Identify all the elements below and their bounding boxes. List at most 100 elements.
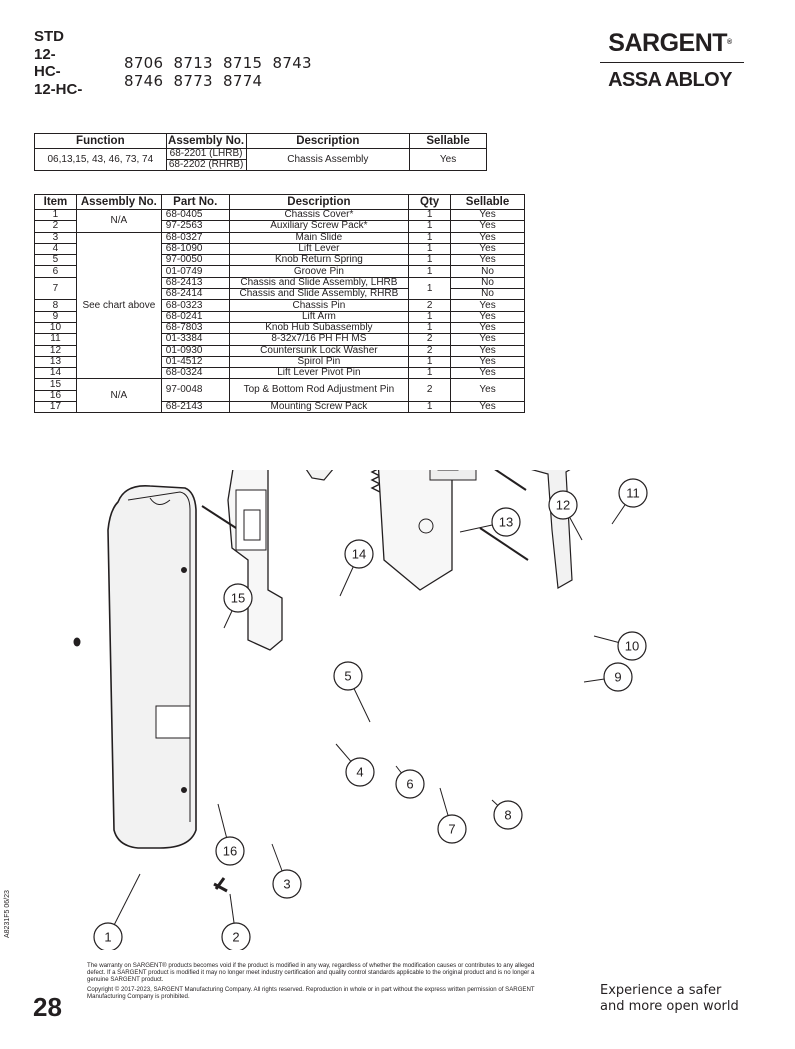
description-cell: Knob Hub Subassembly — [228, 321, 410, 335]
callout-1: 1 — [93, 873, 141, 950]
part-no-cell: 97-2563 — [160, 220, 230, 233]
assembly-cell: See chart above — [75, 231, 162, 380]
item-cell: 6 — [34, 265, 77, 278]
item-cell: 10 — [34, 321, 77, 335]
code-12-hc: 12-HC- — [34, 80, 83, 98]
callout-6: 6 — [395, 765, 425, 799]
callout-circle — [437, 814, 467, 844]
callout-7: 7 — [437, 787, 467, 844]
callout-label: 2 — [232, 930, 239, 945]
callout-label: 4 — [356, 765, 363, 780]
callout-circle — [344, 539, 374, 569]
callout-12: 12 — [548, 490, 583, 541]
description-cell: Spirol Pin — [228, 355, 410, 369]
parts-table-header: Item Assembly No. Part No. Description Q… — [34, 194, 525, 210]
description-cell: Mounting Screw Pack — [228, 401, 410, 414]
tagline-line-1: Experience a safer — [600, 983, 722, 998]
sellable-cell: Yes — [450, 401, 525, 414]
callout-10: 10 — [593, 631, 647, 661]
part-no-cell: 01-4512 — [160, 355, 230, 369]
brand-logo: SARGENT® ASSA ABLOY — [596, 30, 744, 91]
item-cell: 14 — [34, 367, 77, 380]
parts-table: Item Assembly No. Part No. Description Q… — [34, 194, 525, 414]
description-cell: Chassis Cover* — [228, 208, 410, 222]
item-cell: 7 — [34, 276, 77, 301]
qty-cell: 1 — [408, 208, 452, 222]
tagline: Experience a safer and more open world — [600, 983, 739, 1015]
item-cell: 1 — [34, 208, 77, 222]
brand-name: SARGENT — [608, 29, 728, 57]
item-cell: 13 — [34, 355, 77, 369]
callout-label: 12 — [556, 498, 570, 513]
rod-pin-part-2 — [201, 505, 237, 529]
sellable-cell: No — [450, 276, 525, 290]
sellable-cell: Yes — [450, 333, 525, 346]
item-cell: 3 — [34, 231, 77, 244]
callout-4: 4 — [335, 743, 375, 787]
th-function: Function — [34, 133, 167, 149]
assembly-table-header: Function Assembly No. Description Sellab… — [34, 133, 487, 149]
part-no-cell: 68-7803 — [160, 321, 230, 335]
qty-cell: 1 — [408, 231, 452, 244]
sellable-cell: Yes — [450, 254, 525, 267]
table-row: 68-2202 (RHRB) — [35, 159, 487, 171]
th-description: Description — [228, 194, 410, 210]
description-cell: Top & Bottom Rod Adjustment Pin — [228, 378, 410, 403]
callout-5: 5 — [333, 661, 371, 723]
description-cell: Countersunk Lock Washer — [228, 344, 410, 357]
sellable-cell: Yes — [450, 355, 525, 369]
callout-label: 14 — [352, 547, 366, 562]
callout-15: 15 — [223, 583, 253, 629]
callout-11: 11 — [611, 478, 648, 525]
code-12: 12- — [34, 45, 56, 63]
description-cell: Chassis Assembly — [245, 148, 411, 171]
part-no-cell: 68-2413 — [160, 276, 230, 290]
page-number: 28 — [33, 992, 62, 1022]
callout-circle — [617, 631, 647, 661]
brand-divider — [600, 62, 744, 63]
callout-9: 9 — [583, 662, 633, 692]
spring-part — [370, 470, 382, 493]
callout-label: 15 — [231, 591, 245, 606]
lift-lever-part — [305, 470, 334, 481]
callout-circle — [333, 661, 363, 691]
part-no-cell: 01-0749 — [160, 265, 230, 278]
callout-label: 3 — [283, 877, 290, 892]
description-cell: Lift Lever Pivot Pin — [228, 367, 410, 380]
callout-14: 14 — [339, 539, 374, 597]
assembly-cell: N/A — [75, 378, 162, 414]
description-cell: Chassis and Slide Assembly, LHRB — [228, 276, 410, 290]
sellable-cell: Yes — [450, 367, 525, 380]
model-row-2: 8746 8773 8774 — [124, 72, 263, 90]
qty-cell: 1 — [408, 355, 452, 369]
warranty-text: The warranty on SARGENT® products become… — [87, 962, 535, 983]
description-cell: Groove Pin — [228, 265, 410, 278]
callout-circle — [491, 507, 521, 537]
screw-part — [73, 637, 81, 647]
callout-label: 6 — [406, 777, 413, 792]
model-codes: STD 12- HC- 12-HC- — [34, 28, 82, 98]
sellable-cell: Yes — [450, 242, 525, 256]
legal-text: The warranty on SARGENT® products become… — [87, 962, 537, 1003]
item-cell: 15 — [34, 378, 77, 391]
qty-cell: 2 — [408, 378, 452, 403]
description-cell: 8-32x7/16 PH FH MS — [228, 333, 410, 346]
description-cell: Knob Return Spring — [228, 254, 410, 267]
qty-cell: 1 — [408, 276, 452, 301]
assembly-no-lhrb: 68-2201 (LHRB) — [165, 148, 247, 160]
item-cell: 9 — [34, 310, 77, 323]
th-assembly-no: Assembly No. — [165, 133, 247, 149]
item-cell: 4 — [34, 242, 77, 256]
auxiliary-screw-part — [213, 877, 228, 893]
callout-circle — [272, 869, 302, 899]
qty-cell: 1 — [408, 401, 452, 414]
qty-cell: 1 — [408, 321, 452, 335]
callout-label: 1 — [104, 930, 111, 945]
item-cell: 17 — [34, 401, 77, 414]
